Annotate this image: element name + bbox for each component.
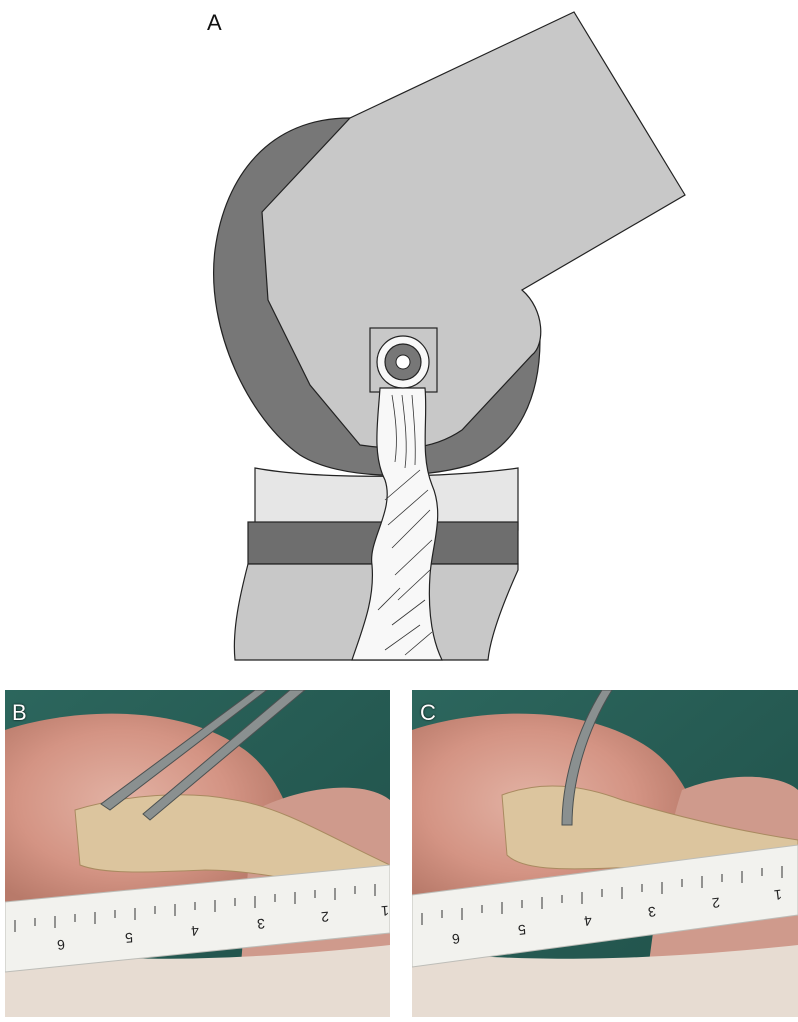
panel-c-label: C <box>420 700 436 726</box>
knee-graft-diagram <box>0 0 798 670</box>
ruler-number: 3 <box>256 916 265 933</box>
ruler-number: 5 <box>124 930 133 947</box>
ruler-number: 4 <box>190 923 199 940</box>
ruler-number: 2 <box>320 909 329 926</box>
ruler-number: 6 <box>56 937 65 954</box>
fixation-hole <box>396 355 410 369</box>
panel-b-label: B <box>12 700 27 726</box>
ruler-number: 1 <box>380 903 389 920</box>
graft-photo-c: 6 5 4 3 2 1 <box>412 690 798 1017</box>
graft-photo-b: 6 5 4 3 2 1 <box>5 690 390 1017</box>
femur-shaft <box>262 12 685 448</box>
